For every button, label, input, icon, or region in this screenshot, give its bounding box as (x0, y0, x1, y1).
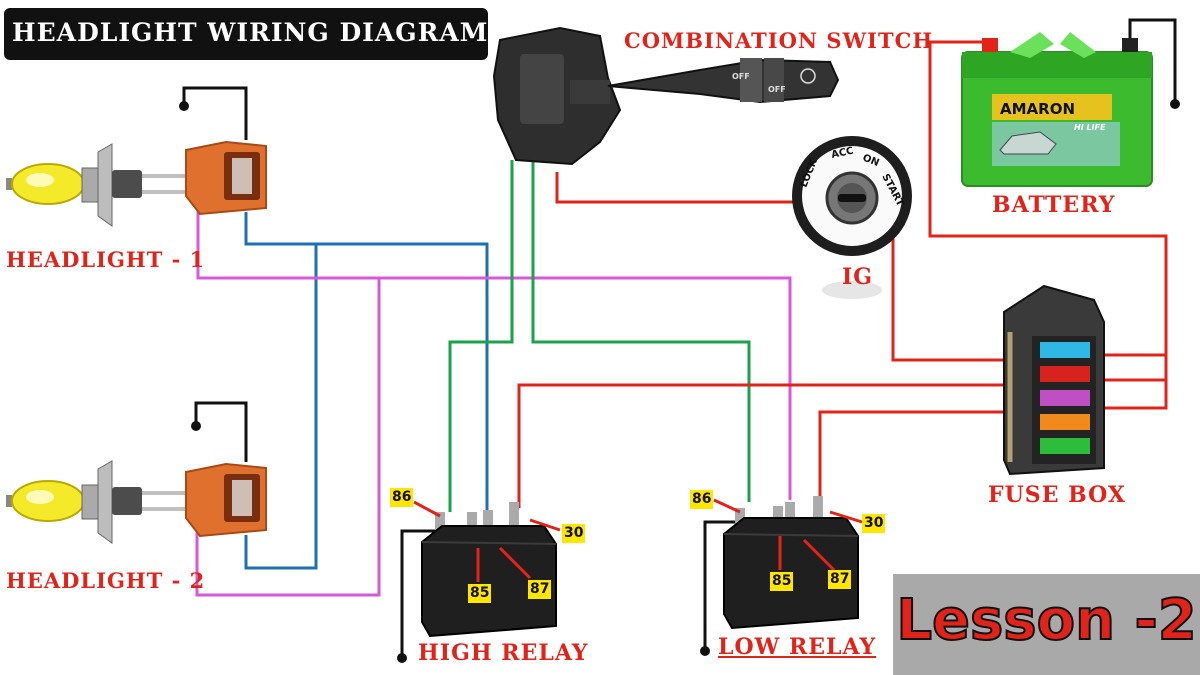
battery-label: BATTERY (992, 192, 1116, 218)
red-wire-high-relay-30 (517, 383, 1010, 508)
battery-brand: AMARON (1000, 100, 1075, 118)
arrow-low-86 (713, 498, 741, 514)
high-relay-pin-87: 87 (528, 580, 552, 599)
low-relay-label: LOW RELAY (718, 634, 877, 660)
headlight-1-label: HEADLIGHT - 1 (6, 247, 206, 272)
switch-mark-off-1: OFF (732, 72, 750, 81)
red-wire-low-relay-30 (818, 410, 1010, 500)
title-banner (4, 8, 488, 60)
high-relay-pin-86: 86 (390, 488, 414, 507)
low-relay-pin-86: 86 (690, 490, 714, 509)
fuse-box (1003, 284, 1105, 476)
headlight-bulb-1 (6, 143, 185, 227)
combination-switch-label: COMBINATION SWITCH (624, 28, 934, 53)
high-relay (421, 502, 557, 638)
ground-dot-high-relay (397, 653, 407, 663)
pink-wire-headlight-2 (195, 278, 381, 597)
green-wire-high (448, 160, 514, 512)
ground-dot-low-relay (700, 646, 710, 656)
headlight-connector-1 (185, 140, 267, 216)
ig-position-acc: ACC (830, 146, 854, 161)
arrow-low-30 (829, 510, 863, 524)
arrow-high-30 (529, 518, 561, 532)
low-relay-pin-87: 87 (828, 570, 852, 589)
headlight-connector-2 (185, 462, 267, 538)
arrow-high-86 (413, 500, 441, 518)
ground-dot-battery (1170, 99, 1180, 109)
fuse-box-label: FUSE BOX (988, 482, 1126, 508)
lesson-banner: Lesson -2 (893, 574, 1200, 675)
diagram-title: HEADLIGHT WIRING DIAGRAM (12, 18, 489, 47)
battery-tagline: HI LIFE (1074, 123, 1106, 132)
battery-positive-terminal (982, 38, 998, 52)
pink-wire-headlight-1 (196, 172, 792, 500)
arrow-high-87 (498, 546, 532, 580)
switch-mark-off-2: OFF (768, 85, 786, 94)
high-relay-pin-85: 85 (468, 584, 492, 603)
ground-wire-headlight-2 (194, 401, 248, 462)
high-relay-pin-30: 30 (562, 524, 586, 543)
ground-dot-headlight-2 (191, 421, 201, 431)
low-relay-pin-85: 85 (770, 572, 794, 591)
battery-negative-terminal (1122, 38, 1138, 52)
battery (961, 32, 1153, 187)
ig-label: IG (842, 264, 874, 290)
headlight-switch-icon (800, 68, 816, 84)
red-wire-switch-ig (555, 172, 808, 204)
combination-switch (492, 26, 840, 166)
green-wire-low (531, 160, 751, 502)
ground-wire-headlight-1 (182, 86, 248, 140)
low-relay-pin-30: 30 (862, 514, 886, 533)
blue-wire-headlight-1 (244, 212, 489, 512)
blue-wire-headlight-2 (244, 244, 318, 570)
arrow-low-87 (802, 538, 836, 572)
ground-wire-battery (1128, 18, 1177, 102)
lesson-label: Lesson -2 (895, 587, 1197, 654)
high-relay-label: HIGH RELAY (418, 640, 589, 666)
ground-dot-headlight-1 (179, 101, 189, 111)
red-wire-ig-fuse (891, 228, 1010, 362)
headlight-2-label: HEADLIGHT - 2 (6, 568, 206, 593)
red-wire-battery-fuse (928, 40, 1168, 410)
ignition-lock (792, 136, 912, 299)
headlight-bulb-2 (6, 460, 185, 544)
